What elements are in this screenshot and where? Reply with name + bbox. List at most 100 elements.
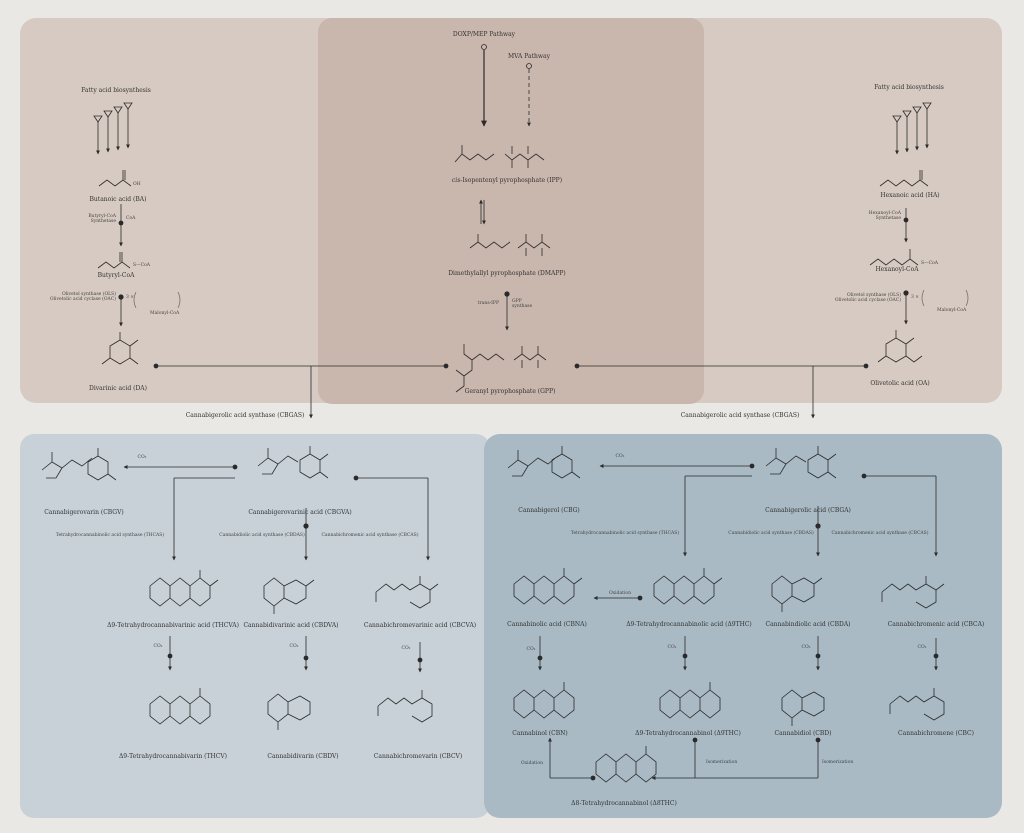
cbca-label: Cannabichromenic acid (CBCA)	[887, 621, 985, 628]
d9thca-structure	[653, 568, 723, 605]
cbc-structure	[889, 688, 945, 721]
br-cbcas-label: Cannabichromenic acid synthase (CBCAS)	[831, 531, 929, 536]
ba-structure	[98, 170, 132, 187]
da-label: Divarinic acid (DA)	[89, 385, 147, 392]
ba-label: Butanoic acid (BA)	[89, 196, 147, 203]
cbna-structure	[513, 568, 583, 605]
cbgv-label: Cannabigerovarin (CBGV)	[44, 509, 124, 516]
da-structure	[101, 332, 139, 365]
bl-co2-cbdva: CO₂	[289, 644, 299, 649]
cbdva-structure	[263, 577, 315, 614]
ha-structure	[879, 170, 929, 187]
cbgas-left-label: Cannabigerolic acid synthase (CBGAS)	[185, 412, 305, 419]
cbga-label: Cannabigerolic acid (CBGA)	[765, 507, 851, 514]
cbd-structure	[781, 689, 825, 726]
d8thc-label: Δ8-Tetrahydrocannabinol (Δ8THC)	[571, 800, 677, 807]
cbdv-structure	[267, 693, 311, 730]
cbd-label: Cannabidiol (CBD)	[774, 730, 832, 737]
left-scoa-label: S—CoA	[133, 263, 150, 268]
cbcv-label: Cannabichromevarin (CBCV)	[373, 753, 463, 760]
thcv-label: Δ9-Tetrahydrocannabivarin (THCV)	[118, 753, 228, 760]
cbn-label: Cannabinol (CBN)	[512, 730, 568, 737]
right-ols-label: Olivetol synthase (OLS) Olivetolic acid …	[834, 293, 901, 303]
d9thca-label: Δ9-Tetrahydrocannabinolic acid (Δ9THC)	[626, 621, 752, 628]
butyryl-synthetase-label: Butyryl-CoA Synthetase	[88, 214, 116, 224]
cbcva-label: Cannabichromevarinic acid (CBCVA)	[363, 622, 477, 629]
isomerization1-label: Isomerization	[706, 760, 738, 765]
ba-oh: OH	[133, 182, 141, 187]
bl-thcas-label: Tetrahydrocannabinolic acid synthase (TH…	[55, 533, 165, 538]
cbgas-right-label: Cannabigerolic acid synthase (CBGAS)	[680, 412, 800, 419]
br-co2-cbna: CO₂	[526, 647, 536, 652]
left-fatty-acid-triangles	[93, 102, 133, 123]
top-center-panel	[318, 18, 704, 404]
br-co2-label: CO₂	[615, 454, 625, 459]
d9thc-structure	[659, 682, 721, 719]
cbdva-label: Cannabidivarinic acid (CBDVA)	[243, 622, 339, 629]
cbgv-structure	[41, 448, 117, 481]
right-malonyl-bracket	[921, 289, 969, 307]
right-fatty-acid-label: Fatty acid biosynthesis	[874, 84, 944, 91]
doxp-node	[481, 44, 487, 50]
oxidation1-label: Oxidation	[608, 591, 632, 596]
br-thcas-label: Tetrahydrocannabinolic acid synthase (TH…	[570, 531, 680, 536]
dmapp-label: Dimethylallyl pyrophosphate (DMAPP)	[448, 270, 566, 277]
cbga-structure	[765, 446, 837, 479]
bl-co2-thcva: CO₂	[153, 644, 163, 649]
br-co2-cbca: CO₂	[917, 645, 927, 650]
mva-label: MVA Pathway	[507, 53, 551, 60]
left-malonyl-label: Malonyl-CoA	[150, 311, 180, 316]
cbda-label: Cannabindiolic acid (CBDA)	[765, 621, 851, 628]
doxp-label: DOXP/MEP Pathway	[452, 31, 516, 38]
hexanoyl-structure	[869, 249, 919, 266]
trans-ipp-node	[504, 291, 510, 297]
butyryl-label: Butyryl-CoA	[97, 272, 135, 279]
cbn-structure	[513, 682, 575, 719]
ha-label: Hexanoic acid (HA)	[880, 192, 940, 199]
br-co2-d9thca: CO₂	[667, 645, 677, 650]
cbda-structure	[771, 575, 823, 612]
cbc-label: Cannabichromene (CBC)	[898, 730, 974, 737]
bl-co2-cbcva: CO₂	[401, 646, 411, 651]
cbdv-label: Cannabidivarin (CBDV)	[267, 753, 339, 760]
right-malonyl-label: Malonyl-CoA	[937, 308, 967, 313]
right-scoa-label: S—CoA	[921, 261, 938, 266]
right-three-label: 3 ×	[911, 295, 920, 300]
oa-structure	[877, 330, 923, 363]
ipp-label: cis-Isopentenyl pyrophosphate (IPP)	[452, 178, 562, 184]
isomerization2-label: Isomerization	[822, 760, 854, 765]
left-malonyl-bracket	[133, 291, 181, 309]
d8thc-structure	[595, 746, 657, 783]
bl-cbdas-label: Cannabidiolic acid synthase (CBDAS)	[219, 533, 305, 538]
cbna-label: Cannabinolic acid (CBNA)	[507, 621, 587, 628]
left-fatty-acid-label: Fatty acid biosynthesis	[81, 87, 151, 94]
mva-node	[526, 63, 532, 69]
ipp-prefix: cis	[451, 177, 461, 184]
bottom-right-panel	[484, 434, 1002, 818]
cbca-structure	[881, 576, 945, 609]
br-cbdas-label: Cannabidiolic acid synthase (CBDAS)	[728, 531, 814, 536]
bl-cbcas-label: Cannabichromenic acid synthase (CBCAS)	[321, 533, 419, 538]
hexanoyl-synthetase-label: Hexanoyl-CoA Synthetase	[868, 211, 901, 221]
cbg-label: Cannabigerol (CBG)	[518, 507, 580, 514]
right-fatty-acid-triangles	[892, 102, 932, 123]
gpp-structure	[455, 344, 547, 393]
ipp-name: -Isopentenyl pyrophosphate (IPP)	[460, 177, 563, 184]
gpp-label: Geranyl pyrophosphate (GPP)	[464, 388, 556, 395]
d9thc-label: Δ9-Tetrahydrocannabinol (Δ9THC)	[635, 730, 741, 737]
thcva-structure	[149, 570, 219, 607]
oxidation2-label: Oxidation	[520, 761, 543, 766]
ipp-structure	[454, 145, 545, 168]
left-coa-label: CoA	[126, 216, 136, 221]
bl-co2-label: CO₂	[137, 455, 147, 460]
bottom-left-panel	[20, 434, 490, 818]
cbcva-structure	[375, 576, 439, 609]
br-co2-cbda: CO₂	[801, 645, 811, 650]
left-three-label: 3 ×	[126, 295, 135, 300]
cbg-structure	[507, 446, 581, 479]
cbgva-label: Cannabigerovarinic acid (CBGVA)	[248, 509, 352, 516]
hexanoyl-label: Hexanoyl-CoA	[875, 266, 919, 273]
cbgva-structure	[257, 446, 329, 479]
oa-label: Olivetolic acid (OA)	[870, 380, 930, 387]
